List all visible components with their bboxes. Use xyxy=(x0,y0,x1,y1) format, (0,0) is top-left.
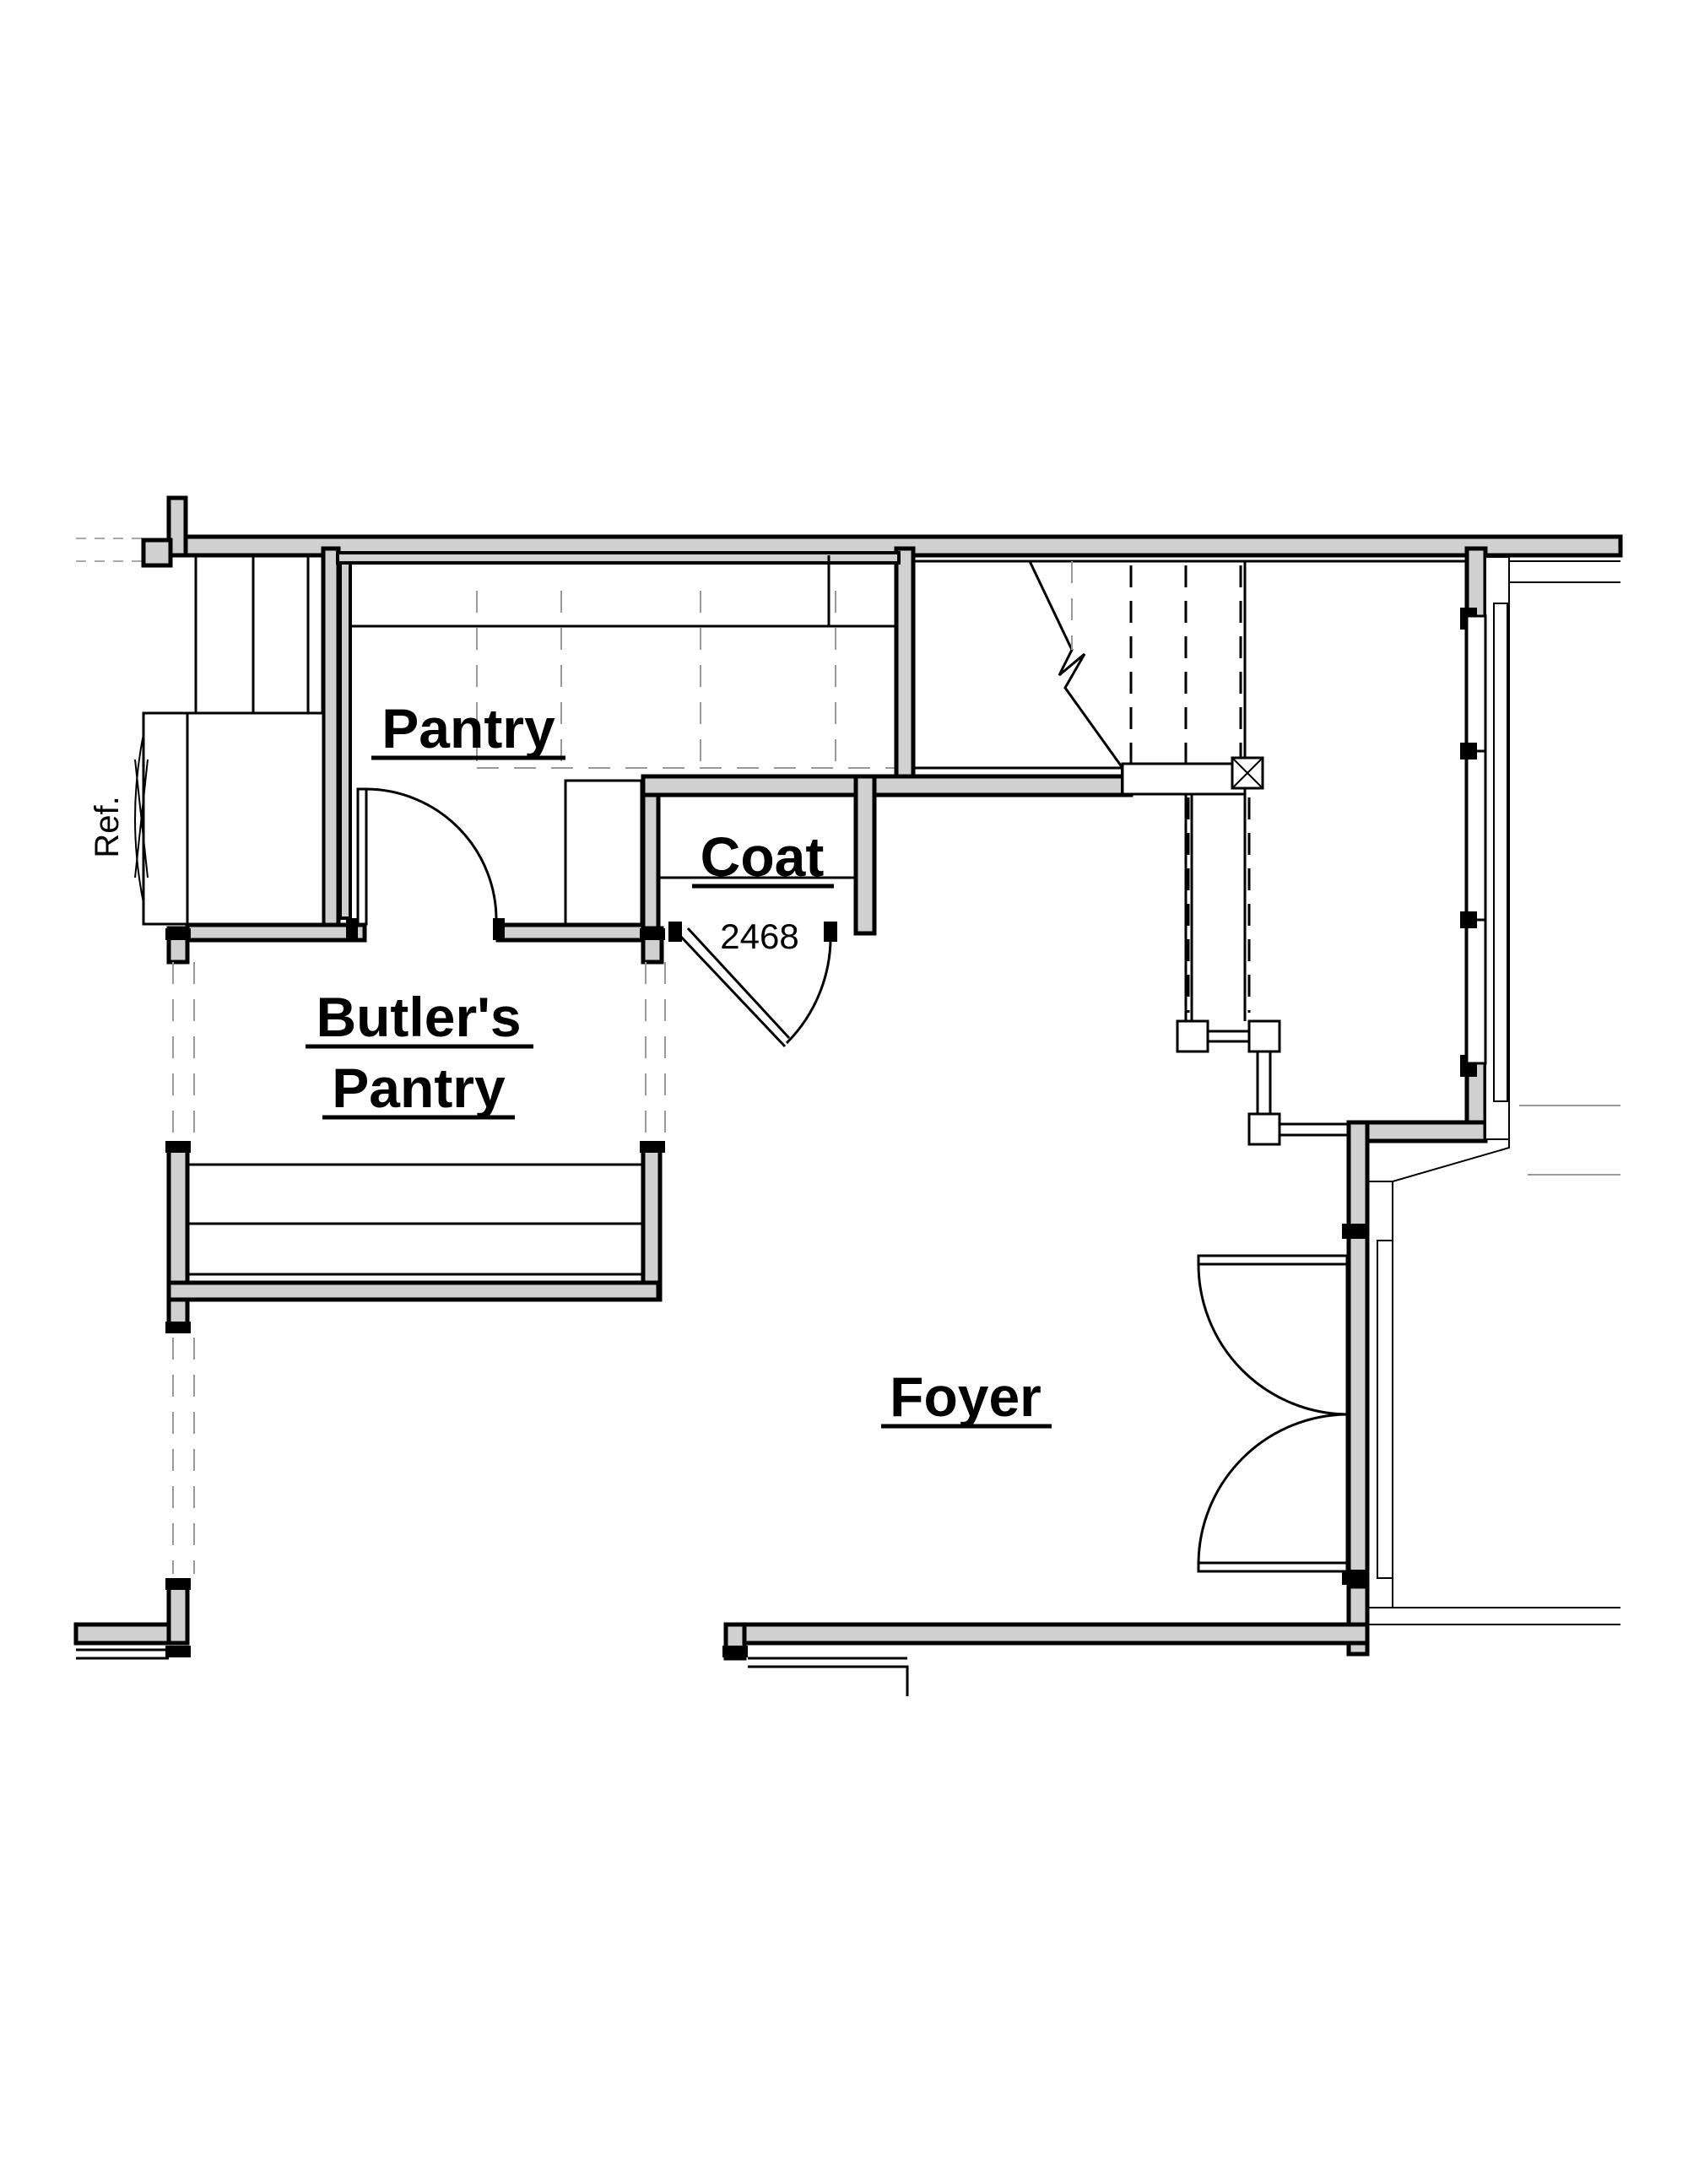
door-size-tag: 2468 xyxy=(720,916,798,956)
refrigerator-area xyxy=(134,555,325,926)
lower-opening xyxy=(76,1648,909,1696)
stair-railing xyxy=(1176,793,1349,1146)
entry-double-doors xyxy=(1197,1254,1349,1573)
stairs xyxy=(913,560,1469,1013)
butlers-counter xyxy=(187,1163,643,1276)
hidden-lines xyxy=(76,538,1620,1176)
refrigerator-label: Ref. xyxy=(89,796,126,857)
doors xyxy=(76,787,1349,1696)
cased-openings xyxy=(172,962,666,1574)
coat-label: Coat xyxy=(701,825,825,888)
butlers-pantry-label-line2: Pantry xyxy=(332,1057,506,1119)
coat-door xyxy=(678,927,832,1048)
exterior-siding xyxy=(1366,556,1620,1625)
pantry-label: Pantry xyxy=(381,697,555,760)
wall-jambs xyxy=(165,608,1477,1657)
foyer-label: Foyer xyxy=(890,1365,1041,1428)
butlers-pantry-label-line1: Butler's xyxy=(316,986,521,1048)
side-lites xyxy=(1460,614,1487,1065)
room-labels: Pantry Coat Butler's Pantry Foyer 2468 R… xyxy=(89,697,1052,1429)
pantry-shelves xyxy=(350,555,896,926)
pantry-door xyxy=(356,787,498,926)
